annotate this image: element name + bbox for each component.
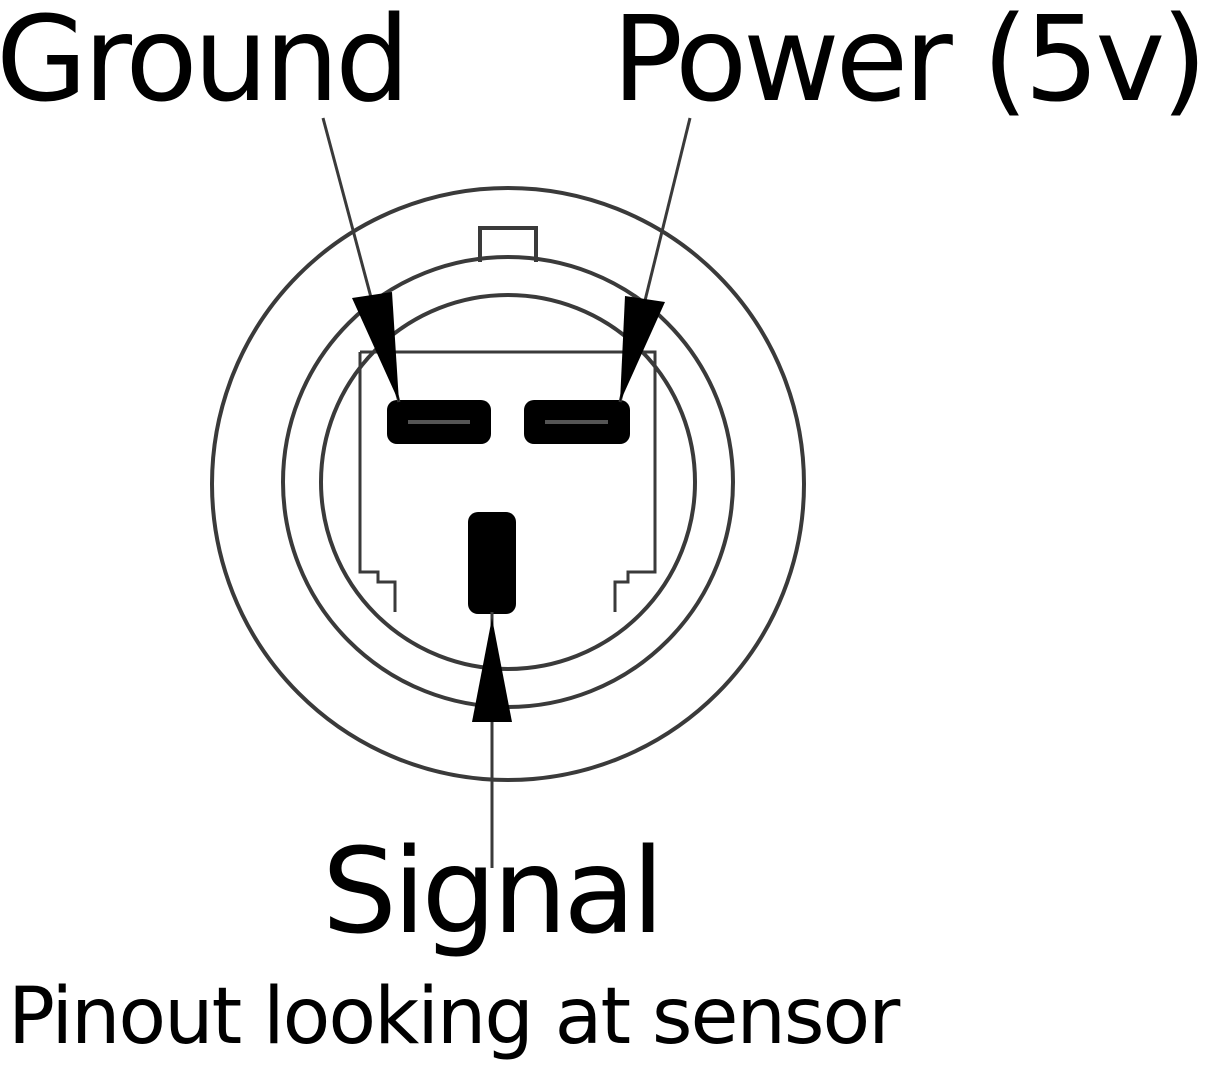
power-label: Power (5v) — [612, 0, 1207, 128]
outer-housing-ring — [210, 186, 806, 782]
middle-ring — [281, 255, 735, 709]
signal-pin — [468, 512, 516, 614]
signal-arrowhead — [472, 618, 512, 722]
inner-ring — [319, 293, 697, 671]
diagram-caption: Pinout looking at sensor — [8, 972, 900, 1062]
ground-arrowhead — [352, 292, 399, 402]
signal-label: Signal — [322, 822, 664, 960]
socket-outline — [358, 350, 657, 612]
ground-label: Ground — [0, 0, 410, 128]
key-tab — [478, 226, 538, 262]
power-arrowhead — [620, 296, 665, 402]
